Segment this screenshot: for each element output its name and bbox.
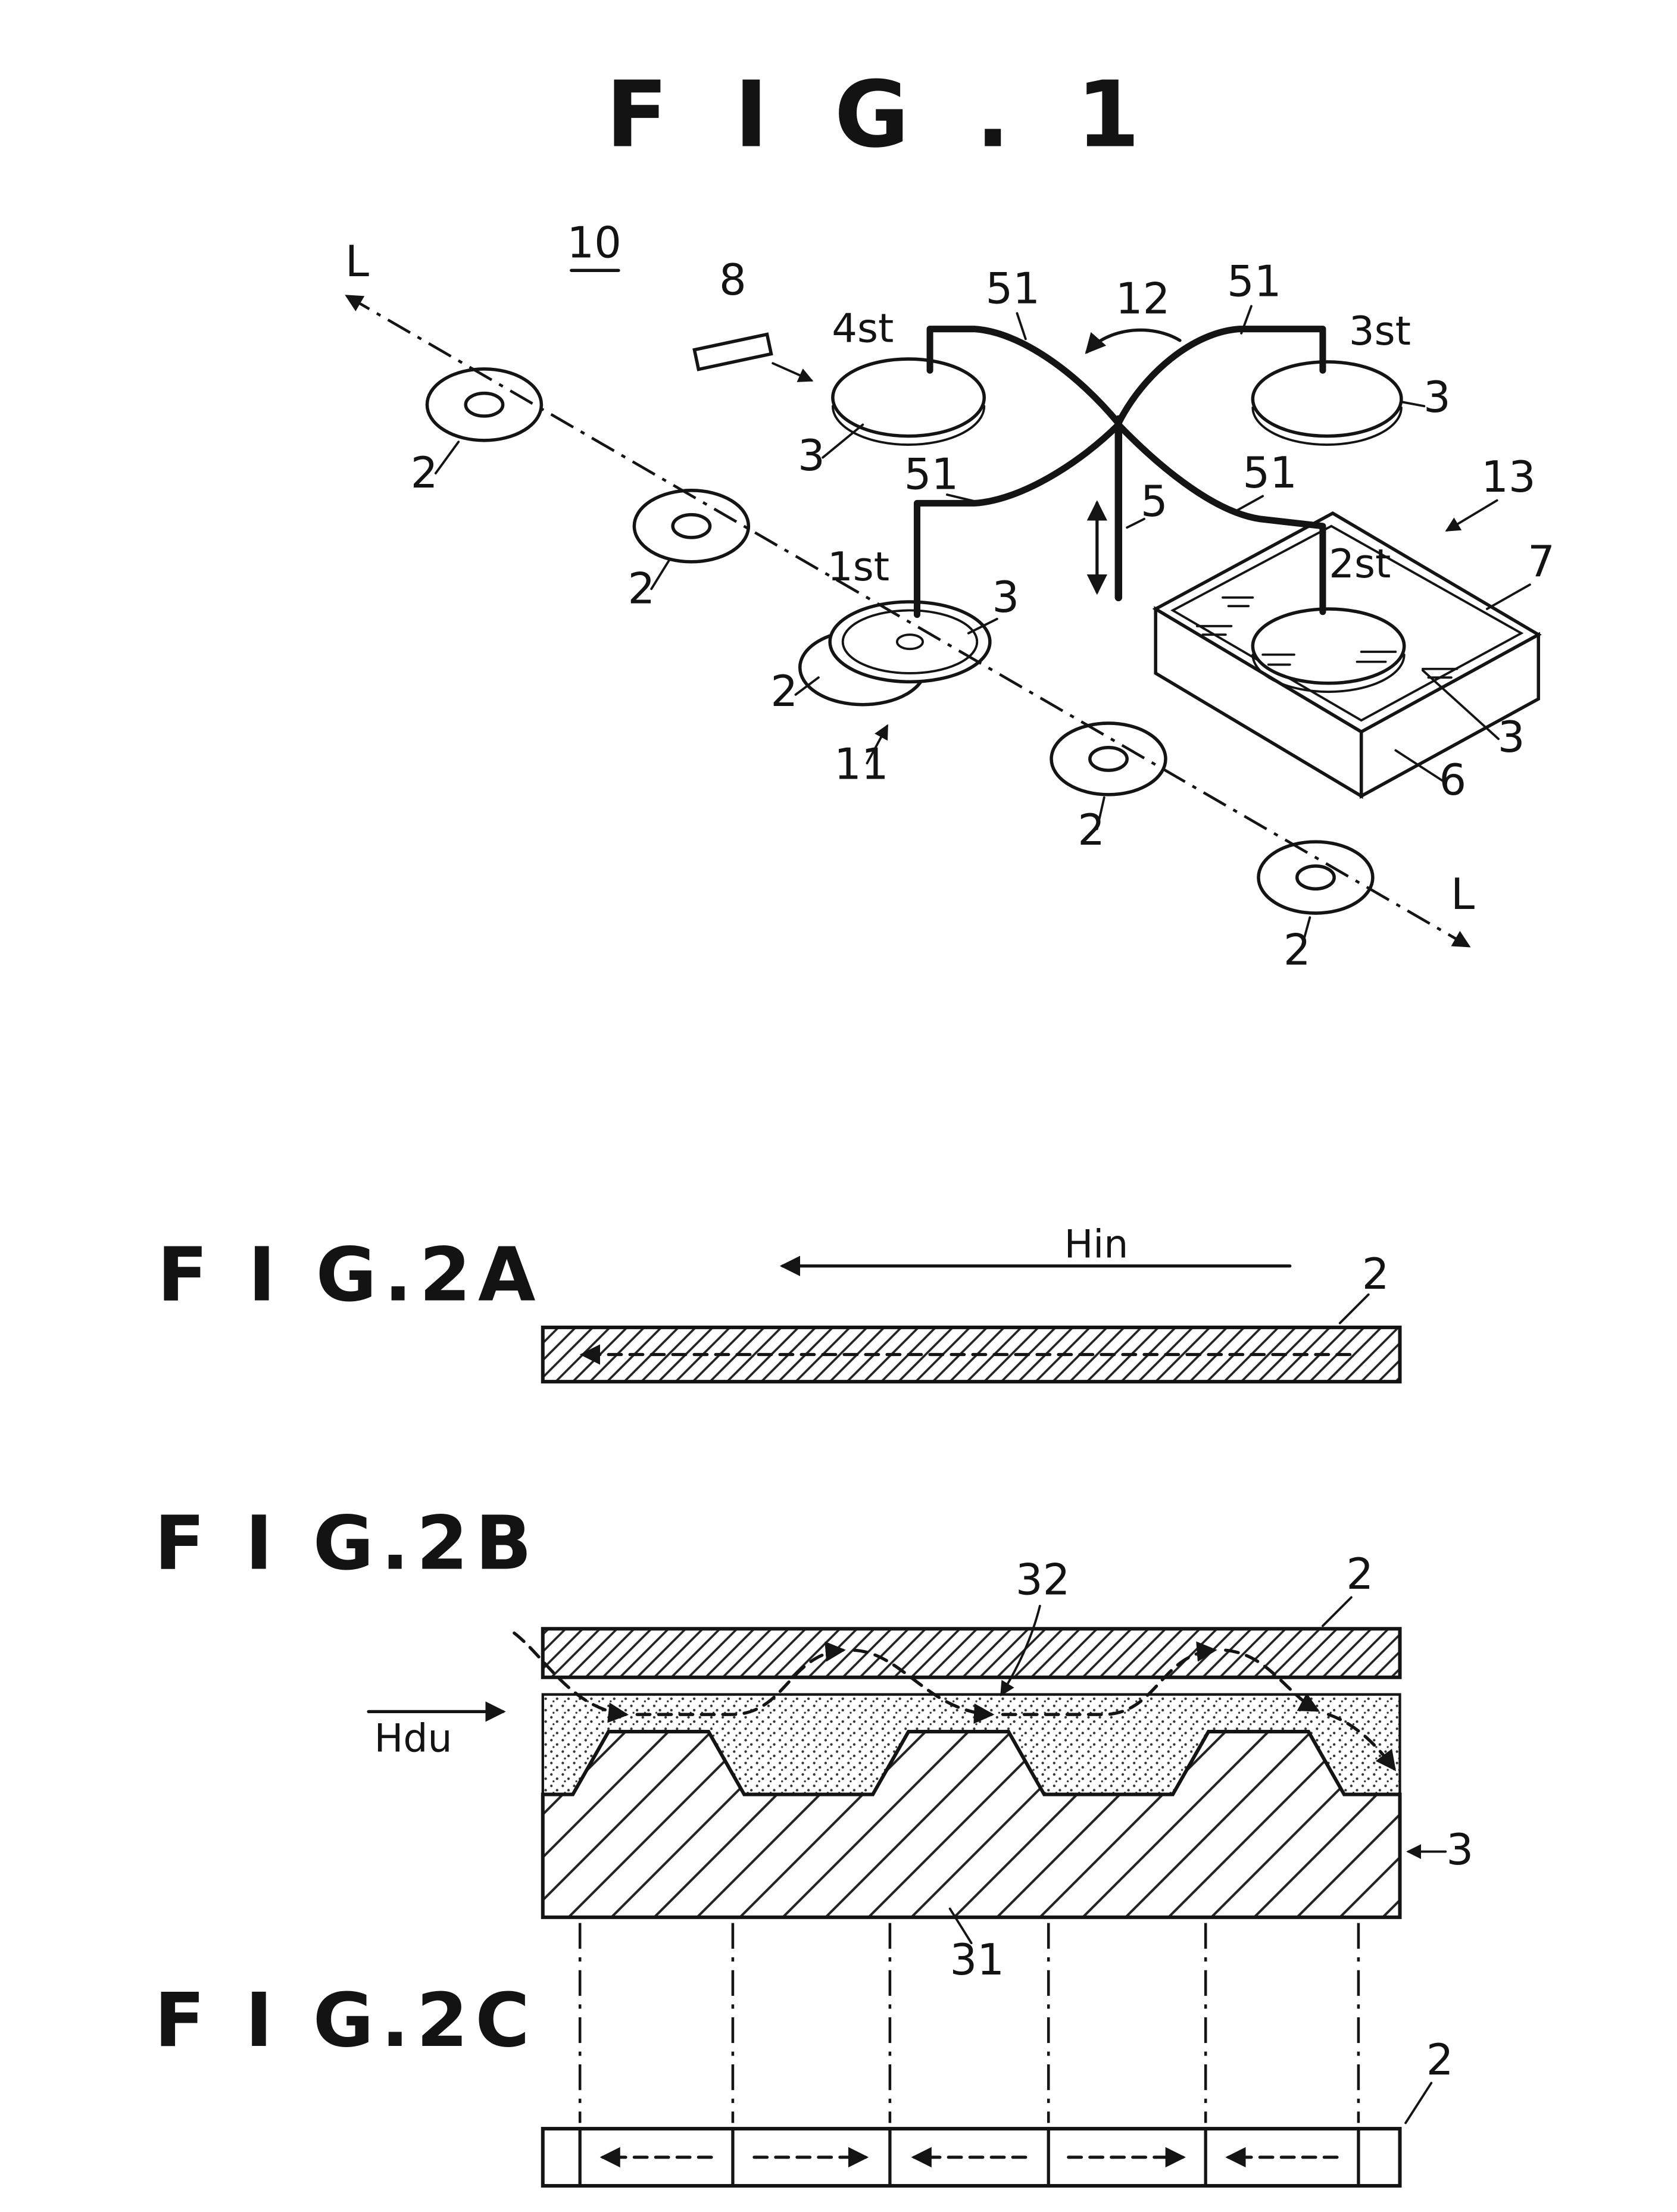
label-line-l-left: L bbox=[345, 236, 369, 286]
label-ref-3-fig2b: 3 bbox=[1446, 1824, 1473, 1874]
fig2b-title: F I G.2B bbox=[154, 1500, 539, 1586]
label-ref-2-washer1: 2 bbox=[411, 448, 438, 498]
label-ref-5: 5 bbox=[1141, 476, 1168, 526]
label-ref-3-disc2: 3 bbox=[1498, 712, 1525, 762]
arm-top-right bbox=[1115, 326, 1326, 427]
label-ref-10: 10 bbox=[567, 218, 622, 268]
label-ref-6: 6 bbox=[1439, 755, 1466, 805]
label-ref-51-bottom-right: 51 bbox=[1242, 448, 1297, 498]
label-line-l-right: L bbox=[1451, 869, 1475, 919]
washer-1 bbox=[425, 367, 544, 442]
label-ref-2-washer4: 2 bbox=[1283, 924, 1311, 974]
correspondence-lines bbox=[578, 1923, 1360, 2123]
domain-dividers bbox=[578, 2127, 1360, 2188]
label-ref-2-fig2b: 2 bbox=[1346, 1549, 1373, 1599]
label-ref-3-disc1: 3 bbox=[992, 572, 1019, 622]
applicator bbox=[692, 332, 814, 382]
head-block-3 bbox=[541, 1729, 1402, 1919]
medium-bar-2b bbox=[541, 1627, 1402, 1679]
label-ref-8: 8 bbox=[719, 255, 747, 305]
label-ref-2-station1: 2 bbox=[770, 666, 798, 716]
label-ref-3-disc4: 3 bbox=[798, 430, 825, 480]
leader-2a-2 bbox=[1338, 1293, 1370, 1324]
leader-2b-32 bbox=[1000, 1604, 1041, 1697]
washer-3 bbox=[1050, 721, 1167, 796]
label-ref-3-disc3: 3 bbox=[1423, 372, 1451, 422]
arm-top-left bbox=[926, 326, 1122, 427]
washer-2 bbox=[632, 489, 751, 564]
label-ref-32: 32 bbox=[1016, 1555, 1070, 1605]
label-station-3st: 3st bbox=[1349, 308, 1411, 354]
rotation-arrow bbox=[1085, 328, 1182, 354]
label-ref-2-washer2: 2 bbox=[627, 563, 655, 613]
label-ref-13: 13 bbox=[1481, 452, 1536, 502]
leader-2b-31 bbox=[948, 1907, 973, 1945]
leader-2b-2 bbox=[1322, 1596, 1353, 1627]
label-hin: Hin bbox=[1064, 1222, 1129, 1267]
label-ref-51-top-left: 51 bbox=[985, 263, 1040, 313]
label-ref-2-fig2c: 2 bbox=[1426, 2035, 1454, 2085]
leader-2c-2 bbox=[1404, 2082, 1433, 2124]
label-hdu: Hdu bbox=[374, 1717, 452, 1761]
label-ref-12: 12 bbox=[1116, 273, 1170, 323]
washer-4 bbox=[1257, 840, 1375, 915]
label-station-1st: 1st bbox=[827, 543, 889, 590]
arm-bottom-right bbox=[1115, 421, 1326, 616]
fig2a-diagram: F I G.2A Hin 2 bbox=[157, 1222, 1402, 1384]
transport-line bbox=[345, 295, 1471, 948]
label-ref-51-bottom-left: 51 bbox=[904, 449, 959, 499]
label-ref-2-washer3: 2 bbox=[1078, 805, 1105, 855]
fig2c-diagram: F I G.2C 2 bbox=[154, 1977, 1454, 2188]
fig1-title: F I G . 1 bbox=[605, 62, 1157, 168]
fig2c-title: F I G.2C bbox=[154, 1977, 537, 2064]
fig1-diagram: F I G . 1 bbox=[345, 62, 1555, 974]
label-ref-51-top-right: 51 bbox=[1227, 256, 1282, 306]
leader-lines bbox=[434, 268, 1531, 950]
turret bbox=[913, 326, 1326, 618]
station3-disc bbox=[1251, 360, 1403, 446]
label-ref-31: 31 bbox=[950, 1935, 1004, 1985]
fig2b-diagram: F I G.2B Hdu 32 2 3 31 bbox=[154, 1500, 1473, 2123]
label-station-2st: 2st bbox=[1329, 540, 1391, 587]
label-station-4st: 4st bbox=[832, 305, 894, 351]
flux-path bbox=[513, 1631, 1396, 1772]
label-ref-11: 11 bbox=[834, 739, 889, 789]
fig2a-title: F I G.2A bbox=[157, 1232, 543, 1318]
label-ref-2-fig2a: 2 bbox=[1362, 1249, 1389, 1299]
label-ref-7: 7 bbox=[1528, 536, 1555, 586]
